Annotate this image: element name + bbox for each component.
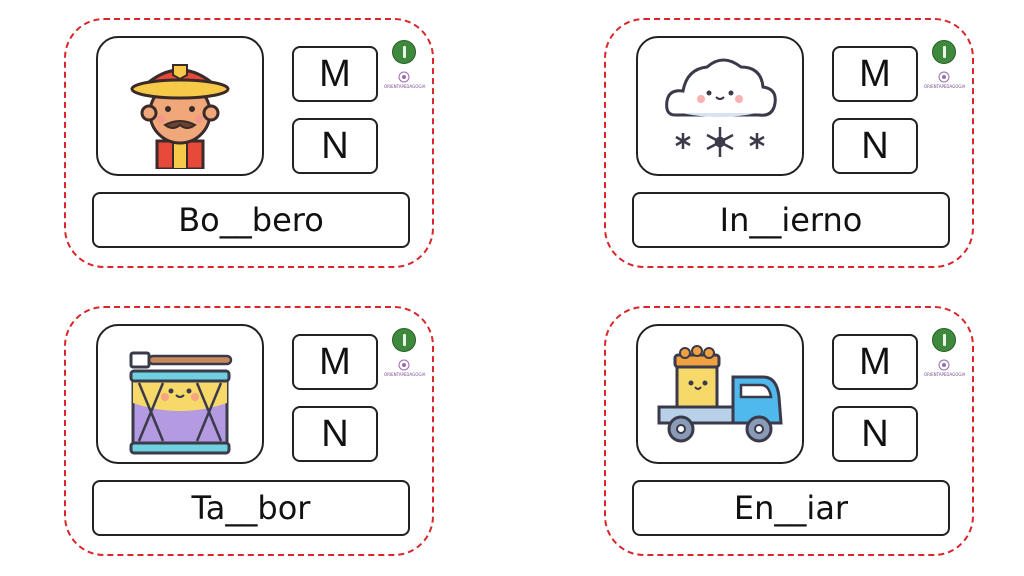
- option-m-button[interactable]: M: [832, 46, 918, 102]
- option-n-button[interactable]: N: [832, 406, 918, 462]
- option-n-button[interactable]: N: [292, 406, 378, 462]
- flower-icon: [398, 359, 410, 371]
- brand-logo-icon: [932, 40, 956, 64]
- brand-logo-text: ORIENTAPEDAGOGIA: [384, 372, 426, 377]
- word-blank-field[interactable]: Ta__bor: [92, 480, 410, 536]
- firefighter-icon: [130, 64, 230, 169]
- brand-flower-logo: ORIENTAPEDAGOGIA: [924, 70, 966, 94]
- delivery-truck-icon: [657, 345, 783, 443]
- word-card: M N Ta__bor ORIENTAPEDAGOGIA: [64, 306, 434, 556]
- brand-flower-logo: ORIENTAPEDAGOGIA: [924, 358, 966, 382]
- flower-icon: [938, 71, 950, 83]
- picture-frame: [96, 36, 264, 176]
- brand-logo-text: ORIENTAPEDAGOGIA: [924, 84, 966, 89]
- word-blank-field[interactable]: In__ierno: [632, 192, 950, 248]
- drum-icon: [129, 351, 233, 455]
- word-card: M N In__ierno ORIENTAPEDAGOGIA: [604, 18, 974, 268]
- word-blank-field[interactable]: Bo__bero: [92, 192, 410, 248]
- option-n-button[interactable]: N: [292, 118, 378, 174]
- option-m-button[interactable]: M: [832, 334, 918, 390]
- option-m-button[interactable]: M: [292, 46, 378, 102]
- word-card: M N En__iar ORIENTAPEDAGOGIA: [604, 306, 974, 556]
- option-m-button[interactable]: M: [292, 334, 378, 390]
- picture-frame: [636, 324, 804, 464]
- brand-logo-text: ORIENTAPEDAGOGIA: [924, 372, 966, 377]
- flower-icon: [398, 71, 410, 83]
- flower-icon: [938, 359, 950, 371]
- brand-logo-icon: [392, 328, 416, 352]
- brand-logo-icon: [392, 40, 416, 64]
- brand-flower-logo: ORIENTAPEDAGOGIA: [384, 358, 426, 382]
- brand-logo-icon: [932, 328, 956, 352]
- snow-cloud-icon: [665, 58, 777, 157]
- word-blank-field[interactable]: En__iar: [632, 480, 950, 536]
- picture-frame: [636, 36, 804, 176]
- option-n-button[interactable]: N: [832, 118, 918, 174]
- brand-flower-logo: ORIENTAPEDAGOGIA: [384, 70, 426, 94]
- word-card: M N Bo__bero ORIENTAPEDAGOGIA: [64, 18, 434, 268]
- brand-logo-text: ORIENTAPEDAGOGIA: [384, 84, 426, 89]
- picture-frame: [96, 324, 264, 464]
